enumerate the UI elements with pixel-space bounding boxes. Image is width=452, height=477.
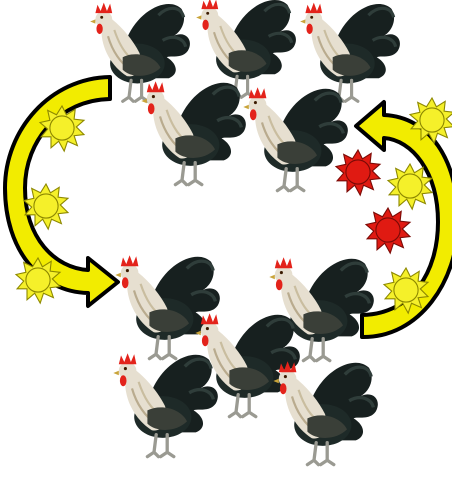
rooster: [243, 87, 348, 190]
rooster: [300, 3, 400, 102]
rooster: [196, 0, 296, 97]
red-particle: [336, 150, 380, 195]
rooster: [141, 81, 246, 184]
yellow-particle: [384, 268, 428, 313]
bottom-flock: [113, 255, 378, 464]
rooster: [113, 353, 218, 456]
rooster: [273, 361, 378, 464]
red-particle: [366, 208, 410, 253]
